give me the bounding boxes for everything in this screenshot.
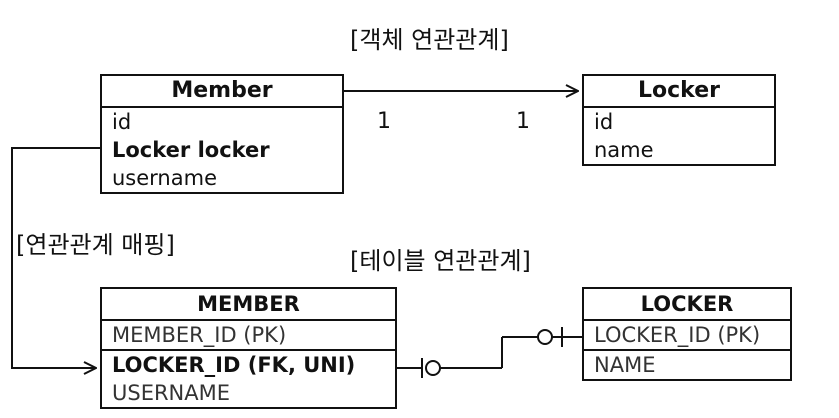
member-table-username: USERNAME [112, 381, 231, 405]
locker-class-name: Locker [584, 76, 774, 108]
member-field-id: id [112, 110, 132, 134]
member-field-locker: Locker locker [112, 138, 270, 162]
locker-field-name: name [594, 138, 654, 162]
member-table-pk: MEMBER_ID (PK) [102, 321, 395, 351]
er-relationship-line [397, 327, 582, 378]
multiplicity-right: 1 [516, 109, 530, 134]
multiplicity-left: 1 [377, 109, 391, 134]
locker-class-box: Locker id name [582, 74, 776, 166]
member-table-fk: LOCKER_ID (FK, UNI) [112, 353, 356, 377]
member-field-username: username [112, 166, 217, 190]
member-table-box: MEMBER MEMBER_ID (PK) LOCKER_ID (FK, UNI… [100, 287, 397, 409]
locker-table-name: LOCKER [584, 289, 790, 321]
locker-table-name-field: NAME [594, 353, 656, 377]
locker-field-id: id [594, 110, 614, 134]
mapping-arrow [11, 147, 100, 368]
mapping-title: [연관관계 매핑] [16, 231, 175, 259]
member-class-name: Member [102, 76, 342, 108]
member-class-box: Member id Locker locker username [100, 74, 344, 194]
table-relation-title: [테이블 연관관계] [350, 247, 531, 275]
locker-table-pk: LOCKER_ID (PK) [584, 321, 790, 351]
member-table-name: MEMBER [102, 289, 395, 321]
locker-table-box: LOCKER LOCKER_ID (PK) NAME [582, 287, 792, 381]
object-relation-title: [객체 연관관계] [350, 26, 509, 54]
